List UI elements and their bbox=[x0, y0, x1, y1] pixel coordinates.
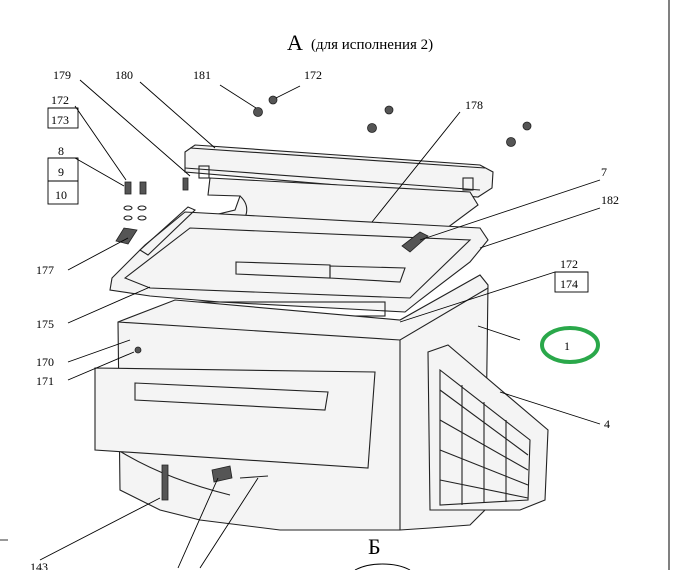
callout-170: 170 bbox=[36, 355, 54, 369]
front-panel bbox=[94, 346, 376, 469]
callout-7: 7 bbox=[601, 165, 607, 179]
nuts-top bbox=[253, 95, 532, 147]
leader-lines bbox=[39, 79, 601, 569]
side-grille-door bbox=[427, 344, 549, 511]
hinge-bracket bbox=[115, 206, 196, 256]
bottom-arc bbox=[354, 563, 411, 570]
callout-8: 8 bbox=[58, 144, 64, 158]
callout-177: 177 bbox=[36, 263, 54, 277]
callout-172-right: 172 bbox=[560, 257, 578, 271]
callout-4: 4 bbox=[604, 417, 610, 431]
bottom-hardware bbox=[161, 464, 269, 501]
view-title-note: (для исполнения 2) bbox=[311, 37, 433, 53]
callout-181: 181 bbox=[193, 68, 211, 82]
callout-171: 171 bbox=[36, 374, 54, 388]
callout-179: 179 bbox=[53, 68, 71, 82]
screws-left bbox=[123, 177, 189, 221]
callout-180: 180 bbox=[115, 68, 133, 82]
callout-172-left: 172 bbox=[51, 93, 69, 107]
callout-1: 1 bbox=[564, 339, 570, 353]
callout-143: 143 bbox=[30, 560, 48, 570]
callout-10: 10 bbox=[55, 188, 67, 202]
callout-9: 9 bbox=[58, 165, 64, 179]
callout-174: 174 bbox=[560, 277, 578, 291]
handle bbox=[401, 231, 429, 253]
top-cover bbox=[184, 144, 494, 198]
callout-182: 182 bbox=[601, 193, 619, 207]
view-title-bottom: Б bbox=[368, 534, 381, 559]
view-title-letter: А bbox=[287, 30, 303, 55]
tray-frame bbox=[109, 211, 489, 317]
callout-labels: 179 180 181 172 178 172 173 8 9 10 7 182… bbox=[30, 68, 619, 570]
callout-173: 173 bbox=[51, 113, 69, 127]
callout-175: 175 bbox=[36, 317, 54, 331]
highlight-ellipse bbox=[540, 326, 600, 364]
callout-178: 178 bbox=[465, 98, 483, 112]
callout-172-top: 172 bbox=[304, 68, 322, 82]
assembly-drawing bbox=[94, 95, 549, 531]
